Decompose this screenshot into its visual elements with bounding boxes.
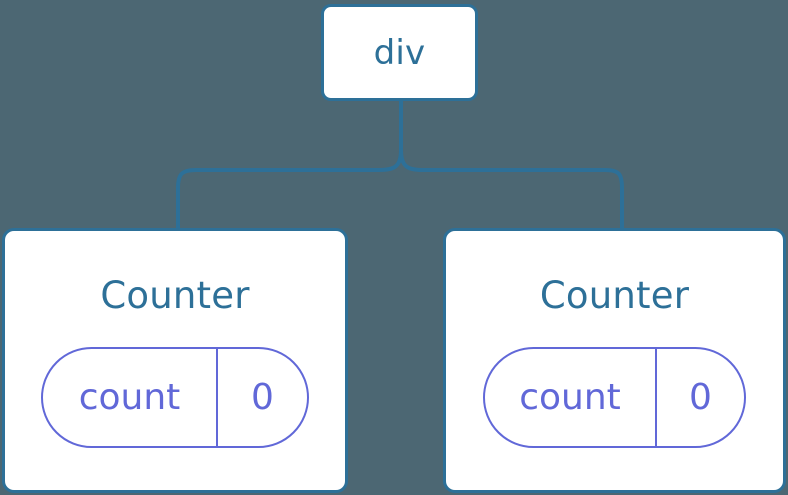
connector-branch-left	[176, 148, 403, 230]
node-counter-1[interactable]: Counter count 0	[443, 228, 786, 493]
connector-branch-right	[399, 148, 624, 230]
node-counter-0[interactable]: Counter count 0	[2, 228, 348, 493]
state-pill-counter-1-key: count	[485, 349, 657, 446]
state-pill-counter-1-value: 0	[689, 376, 712, 418]
node-counter-1-title: Counter	[539, 274, 690, 317]
node-div[interactable]: div	[321, 4, 478, 101]
node-div-label: div	[373, 32, 426, 73]
state-pill-counter-1[interactable]: count 0	[483, 347, 746, 448]
state-pill-counter-0[interactable]: count 0	[41, 347, 309, 448]
state-pill-counter-0-key: count	[43, 349, 218, 446]
node-counter-0-title: Counter	[100, 274, 250, 317]
state-pill-counter-0-value: 0	[251, 376, 274, 418]
